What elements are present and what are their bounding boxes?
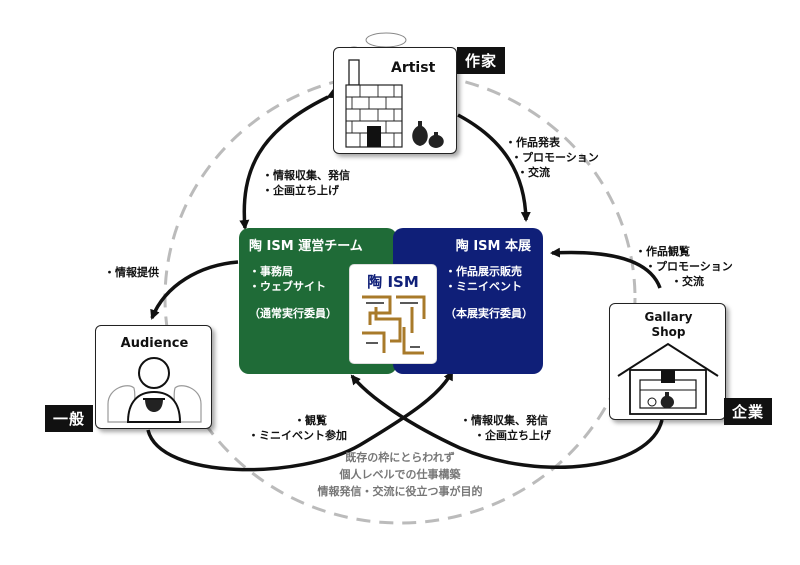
gallery-name-line1: Gallary <box>644 310 693 324</box>
team-item-2: ・ウェブサイト <box>249 280 326 293</box>
center-caption: 既存の枠にとらわれず 個人レベルでの仕事構築 情報発信・交流に役立つ事が目的 <box>260 449 540 500</box>
label-audience-exhibit-2: ・ミニイベント参加 <box>248 429 347 442</box>
artist-name: Artist <box>391 60 436 76</box>
kiln-icon <box>345 59 403 148</box>
arrow-gallery-exhibit <box>550 247 662 289</box>
center-caption-line3: 情報発信・交流に役立つ事が目的 <box>317 485 483 498</box>
label-artist-exhibit: ・作品発表 ・プロモーション ・交流 <box>505 135 599 180</box>
label-team-audience: ・情報提供 <box>104 265 159 280</box>
label-gallery-exhibit-2: ・プロモーション <box>645 260 733 273</box>
label-artist-team: ・情報収集、発信 ・企画立ち上げ <box>262 168 350 198</box>
label-audience-exhibit-1: ・観覧 <box>294 414 327 427</box>
gallery-shop-box[interactable]: Gallary Shop <box>609 303 726 420</box>
exhibit-panel-title: 陶 ISM 本展 <box>455 239 531 254</box>
arrow-gallery-team <box>350 374 664 470</box>
team-item-1: ・事務局 <box>249 265 293 278</box>
exhibit-committee: （本展実行委員） <box>445 307 533 320</box>
gallery-name-line2: Shop <box>651 325 686 339</box>
label-audience-exhibit: ・観覧 ・ミニイベント参加 <box>248 413 347 443</box>
gallery-tag: 企業 <box>724 398 773 425</box>
team-panel-title: 陶 ISM 運営チーム <box>249 239 363 254</box>
label-gallery-team-2: ・企画立ち上げ <box>474 429 551 442</box>
arrow-audience-exhibit <box>146 370 454 472</box>
exhibit-item-1: ・作品展示販売 <box>445 265 522 278</box>
label-gallery-exhibit-3: ・交流 <box>671 275 704 288</box>
audience-name: Audience <box>120 336 189 351</box>
label-gallery-exhibit-1: ・作品観覧 <box>635 245 690 258</box>
team-committee: （通常実行委員） <box>249 307 337 320</box>
label-gallery-team: ・情報収集、発信 ・企画立ち上げ <box>460 413 551 443</box>
label-artist-team-2: ・企画立ち上げ <box>262 184 339 197</box>
audience-people-icon <box>107 357 202 423</box>
label-team-audience-1: ・情報提供 <box>104 266 159 279</box>
label-artist-team-1: ・情報収集、発信 <box>262 169 350 182</box>
logo-mark-icon <box>362 295 426 355</box>
arrow-team-audience <box>150 260 239 320</box>
label-artist-exhibit-2: ・プロモーション <box>511 151 599 164</box>
pottery-vases-icon <box>412 121 444 148</box>
exhibit-item-2: ・ミニイベント <box>445 280 522 293</box>
center-caption-line2: 個人レベルでの仕事構築 <box>339 468 461 481</box>
gallery-house-icon <box>617 342 719 415</box>
audience-box[interactable]: Audience <box>95 325 212 429</box>
center-caption-line1: 既存の枠にとらわれず <box>345 451 455 464</box>
label-artist-exhibit-3: ・交流 <box>517 166 550 179</box>
artist-box[interactable]: Artist <box>333 47 457 154</box>
label-artist-exhibit-1: ・作品発表 <box>505 136 560 149</box>
audience-tag: 一般 <box>45 405 94 432</box>
label-gallery-exhibit: ・作品観覧 ・プロモーション ・交流 <box>635 244 733 289</box>
arrow-artist-exhibit <box>457 113 531 222</box>
arrow-artist-team <box>239 89 338 230</box>
gallery-name: Gallary Shop <box>610 310 727 340</box>
artist-tag: 作家 <box>457 47 506 74</box>
label-gallery-team-1: ・情報収集、発信 <box>460 414 548 427</box>
logo-text: 陶 ISM <box>367 273 419 291</box>
toism-logo[interactable]: 陶 ISM <box>350 265 436 363</box>
